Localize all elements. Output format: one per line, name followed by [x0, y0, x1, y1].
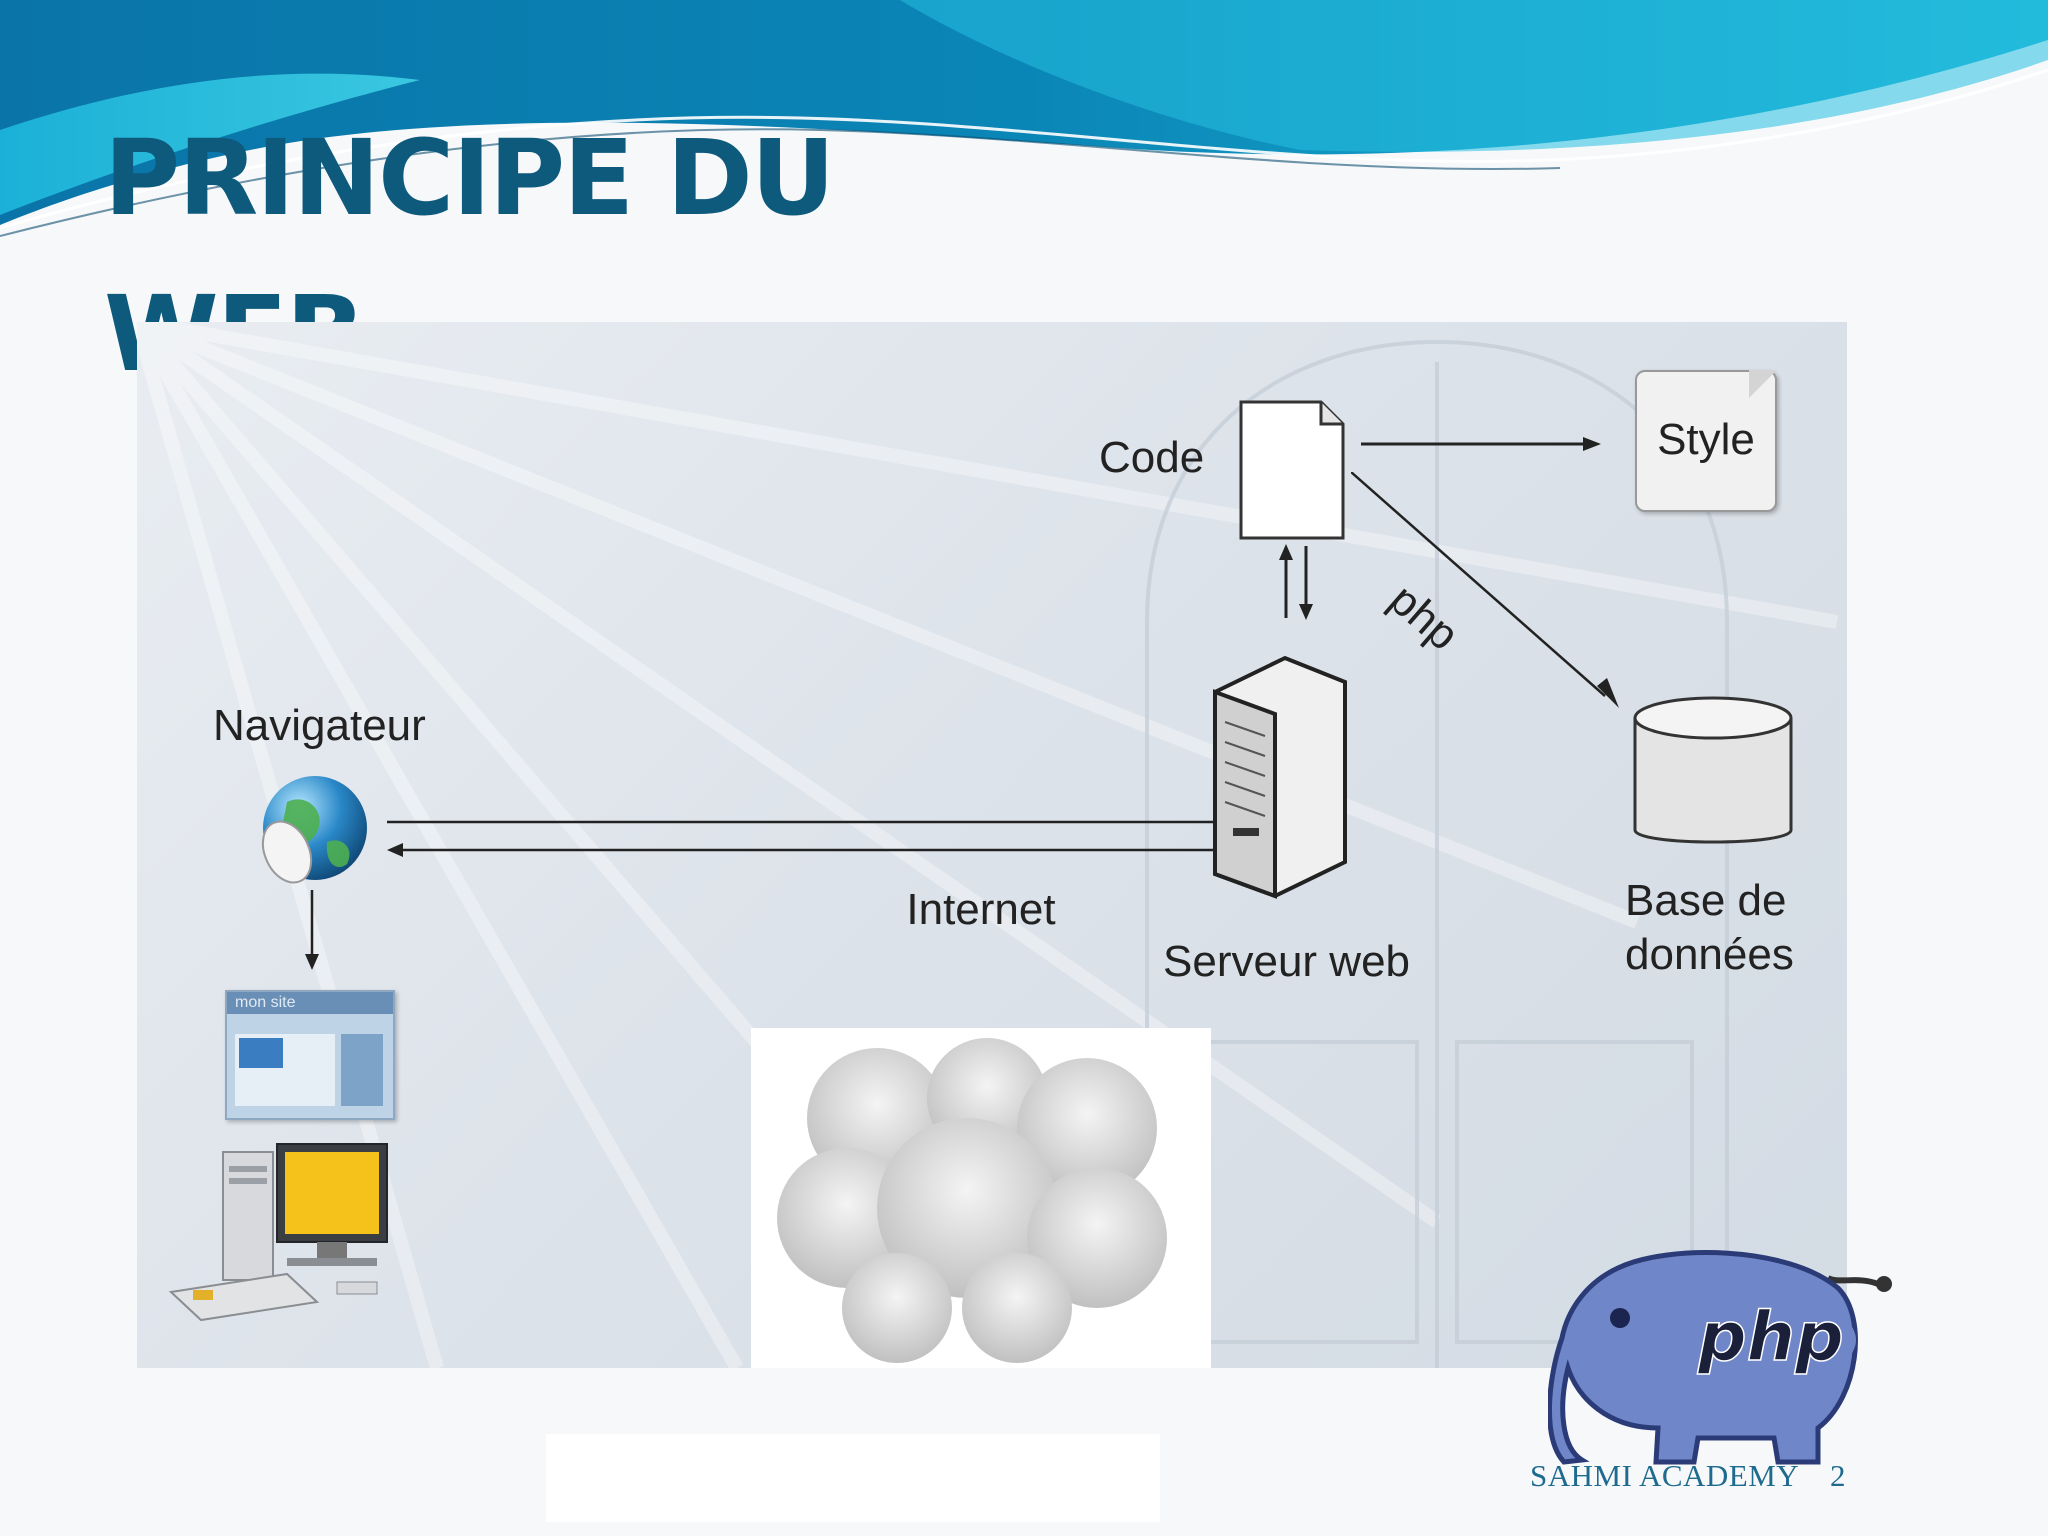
internet-label: Internet [906, 885, 1056, 934]
navigateur-label: Navigateur [213, 701, 426, 750]
desktop-computer-icon [168, 1143, 388, 1322]
database-cylinder-icon [1633, 696, 1793, 844]
bottom-white-box [546, 1434, 1160, 1522]
base-de-donnees-line2: données [1625, 930, 1794, 979]
style-page-icon [1635, 370, 1777, 512]
code-database-arrow [1351, 472, 1619, 708]
site-window-image [239, 1038, 283, 1068]
site-window-sidebar [341, 1034, 383, 1106]
diagram-panel: Navigateur mon site [137, 322, 1847, 1368]
page-number: 2 [1830, 1458, 1846, 1493]
code-style-arrow [1361, 437, 1601, 451]
style-page-fold-icon [1749, 370, 1777, 398]
style-label: Style [1657, 415, 1755, 464]
site-window-thumbnail: mon site [225, 990, 395, 1120]
header-wave-decoration [0, 0, 2048, 237]
serveur-web-label: Serveur web [1163, 937, 1411, 986]
php-logo-text: php [1697, 1298, 1844, 1377]
slide-title-line1: PRINCIPE DU [104, 117, 835, 239]
browser-globe-icon [261, 776, 367, 884]
code-server-arrows [1279, 544, 1313, 620]
code-document-icon [1239, 400, 1345, 540]
footer-text: SAHMI ACADEMY [1530, 1458, 1800, 1493]
base-de-donnees-line1: Base de [1625, 876, 1787, 925]
browser-server-arrows [387, 815, 1327, 857]
code-label: Code [1099, 433, 1205, 482]
site-window-titlebar: mon site [227, 992, 393, 1014]
php-elephant-logo-icon: php [1548, 1250, 1892, 1465]
base-de-donnees-label: Base de données [1625, 874, 1794, 982]
navigateur-down-arrow [305, 890, 319, 970]
web-server-icon [1213, 655, 1347, 899]
background-rays-decoration [137, 322, 1839, 1368]
internet-cloud-icon [777, 1038, 1167, 1363]
